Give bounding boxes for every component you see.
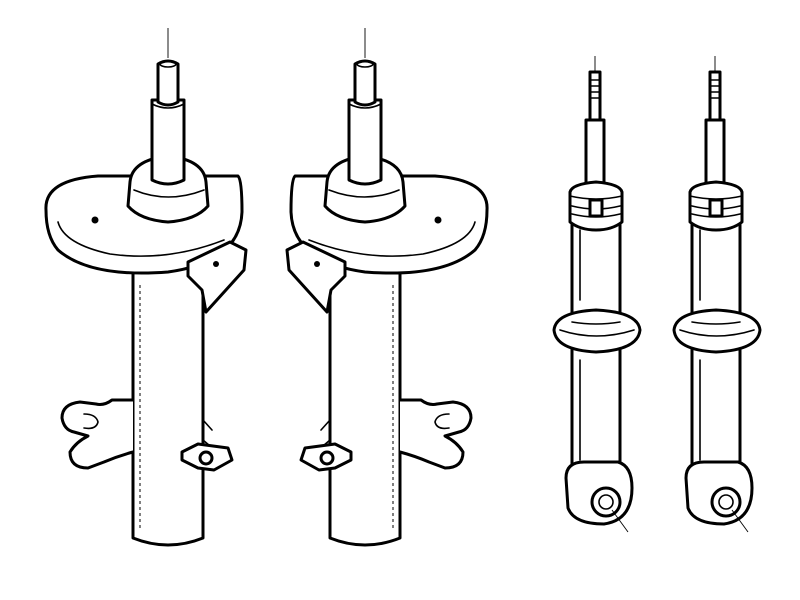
rod-sleeve-edge (151, 103, 185, 109)
hose-bracket-hole (198, 450, 214, 466)
rear-shock-absorber-1 (552, 56, 642, 533)
sensor-bracket (285, 240, 347, 314)
hose-bracket-hole (319, 450, 335, 466)
seat-ring-edge (679, 329, 755, 337)
bushing-bore (598, 494, 614, 510)
bushing-leader (611, 509, 629, 533)
front-strut-right (285, 28, 489, 547)
spring-seat-hole (434, 216, 442, 224)
lower-bushing (710, 486, 742, 518)
lower-bushing (590, 486, 622, 518)
spring-seat-rim (57, 221, 225, 257)
stud-threads (709, 79, 721, 99)
front-strut-left (44, 28, 248, 547)
knuckle-bracket (398, 398, 473, 470)
spring-seat-hole (91, 216, 99, 224)
stud-tip (159, 60, 177, 68)
strut-body-tube (328, 270, 402, 547)
seat-ring-edge (559, 329, 635, 337)
rod-sleeve-edge (348, 103, 382, 109)
piston-rod (704, 118, 726, 192)
seat-ring (672, 308, 762, 354)
dust-cap-slot (588, 198, 604, 218)
stud-threads (589, 79, 601, 99)
spring-seat-rim (308, 221, 476, 257)
dust-cap-rim (569, 195, 623, 200)
piston-rod (584, 118, 606, 192)
piston-rod-sleeve (347, 98, 383, 186)
top-mount-rim (133, 189, 205, 198)
seat-ring-inner (691, 321, 741, 325)
dust-cap-rim (689, 195, 743, 200)
knuckle-bracket (60, 398, 135, 470)
sensor-bracket (186, 240, 248, 314)
dust-cap-slot (708, 198, 724, 218)
sensor-bracket-hole (314, 261, 320, 267)
piston-rod-sleeve (150, 98, 186, 186)
bushing-bore (718, 494, 734, 510)
seat-ring-inner (571, 321, 621, 325)
sensor-bracket-hole (213, 261, 219, 267)
rear-shock-absorber-2 (672, 56, 762, 533)
bushing-leader (731, 509, 749, 533)
seat-ring (552, 308, 642, 354)
bracket-slot (83, 413, 99, 430)
strut-body-tube (131, 270, 205, 547)
stud-tip (356, 60, 374, 68)
top-mount-rim (328, 189, 400, 198)
bracket-slot (434, 413, 450, 430)
